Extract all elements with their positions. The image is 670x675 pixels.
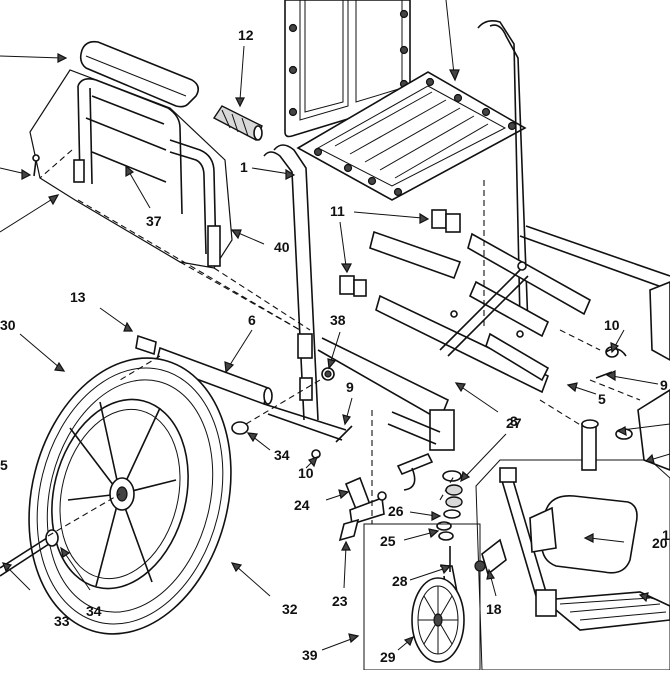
callout-39: 39 (302, 647, 318, 663)
side-frame-left (263, 144, 319, 421)
callout-12: 12 (238, 27, 254, 43)
caster-wheel (411, 565, 465, 663)
callout-34-center: 34 (274, 447, 290, 463)
arm-pad (79, 40, 200, 108)
callout-37: 37 (146, 213, 162, 229)
callout-23: 23 (332, 593, 348, 609)
cross-brace-tubes (369, 230, 592, 394)
axle-bolt (0, 421, 249, 577)
callout-29: 29 (380, 649, 396, 665)
seat-upholstery (296, 71, 527, 201)
desk-arm-assembly (29, 69, 233, 269)
callout-11: 11 (330, 203, 345, 219)
side-frame-right (477, 20, 670, 327)
caster-bearing-stack (436, 470, 463, 572)
callout-27: 27 (506, 415, 522, 431)
right-side-components (581, 281, 670, 471)
callout-labels: 12 1 11 37 40 13 6 38 30 10 9 34 10 3 9 … (0, 27, 670, 665)
callout-33: 33 (54, 613, 70, 629)
callout-38: 38 (330, 312, 346, 328)
callout-1: 1 (240, 159, 248, 175)
callout-1-right: 1 (662, 527, 670, 543)
callout-20: 20 (652, 535, 668, 551)
alignment-lines (39, 149, 641, 537)
callout-5-right: 5 (598, 391, 606, 407)
wheel-lock (338, 476, 387, 542)
rear-wheel (28, 357, 232, 635)
callout-9-right: 9 (660, 377, 668, 393)
callout-13: 13 (70, 289, 86, 305)
callout-34-left: 34 (86, 603, 102, 619)
callout-26: 26 (388, 503, 404, 519)
callout-5-left: 5 (0, 457, 8, 473)
callout-30: 30 (0, 317, 16, 333)
callout-9-center: 9 (346, 379, 354, 395)
callout-32: 32 (282, 601, 298, 617)
callout-28: 28 (392, 573, 408, 589)
callout-24: 24 (294, 497, 310, 513)
callout-10-center: 10 (298, 465, 314, 481)
callout-18: 18 (486, 601, 502, 617)
leader-lines (0, 0, 670, 651)
callout-25: 25 (380, 533, 396, 549)
callout-3: 3 (510, 413, 518, 429)
footrest-assembly (475, 459, 670, 671)
callout-6: 6 (248, 312, 256, 328)
hardware-bolts (32, 154, 613, 572)
callout-40: 40 (274, 239, 290, 255)
handgrip (212, 105, 263, 141)
lower-frame-rail (263, 337, 455, 451)
cross-brace-brackets (339, 209, 461, 297)
callout-10-upper-right: 10 (604, 317, 620, 333)
